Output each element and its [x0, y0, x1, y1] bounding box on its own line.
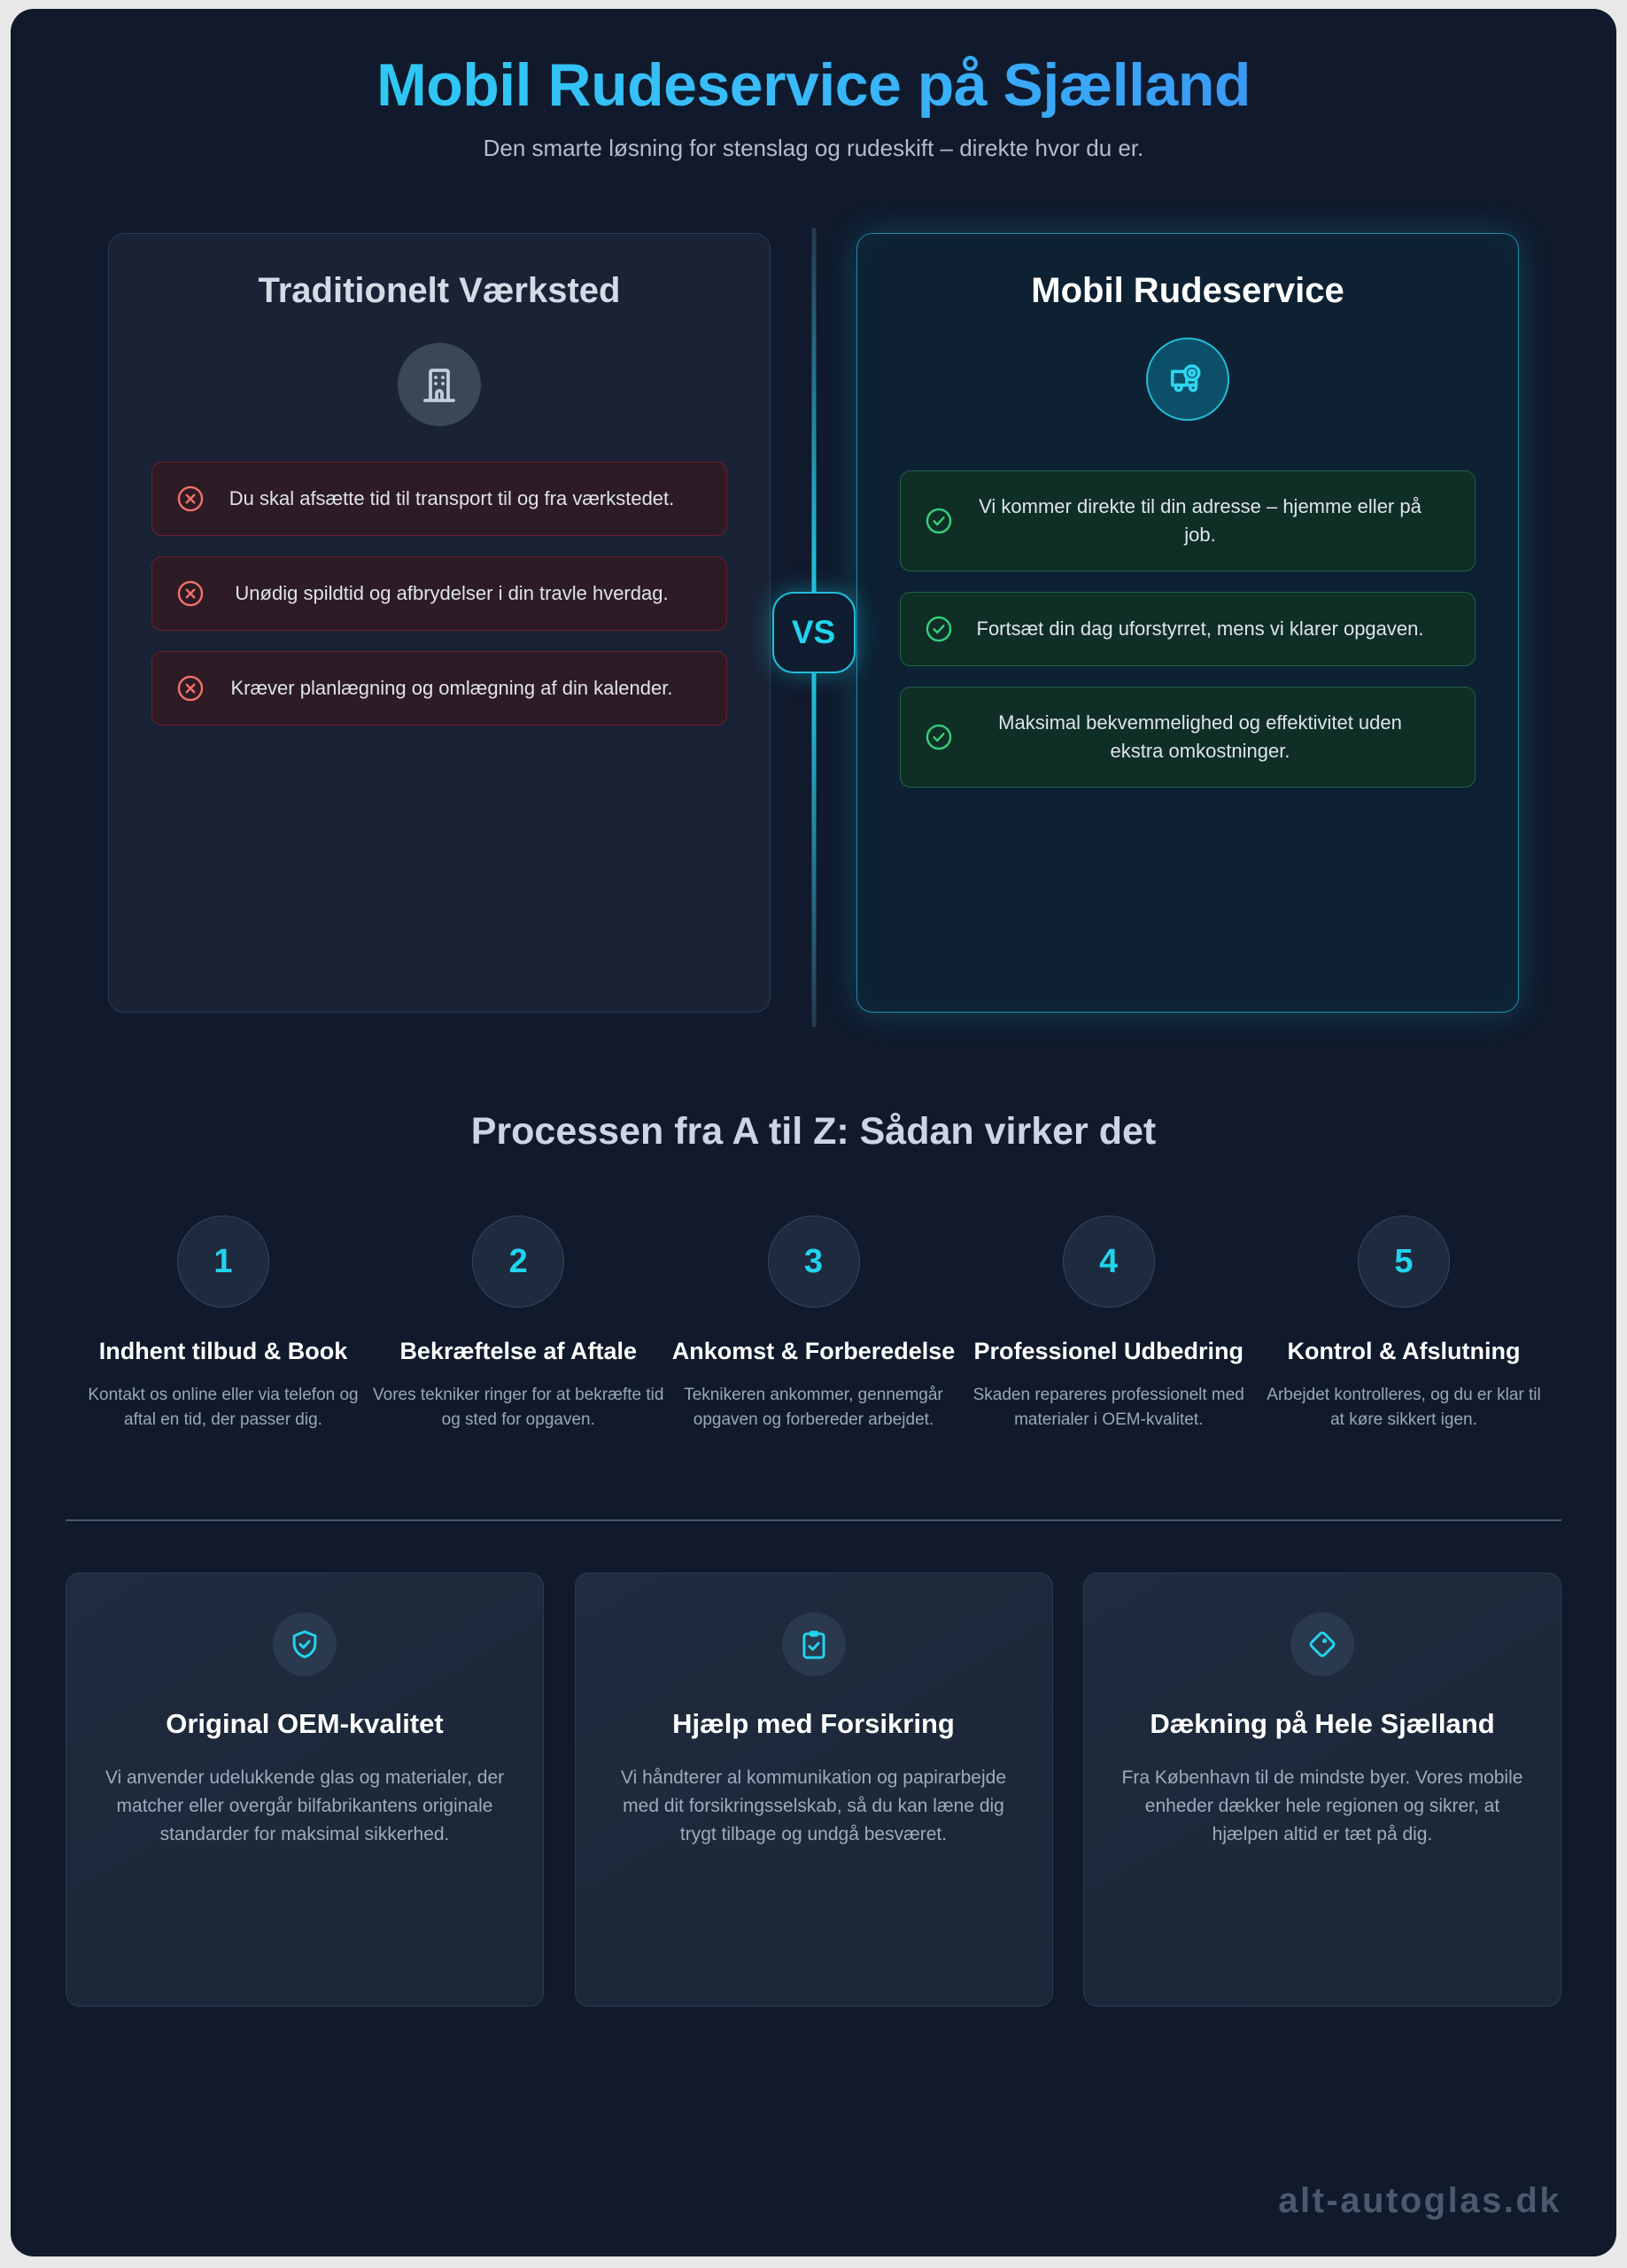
process-step: 2 Bekræftelse af Aftale Vores tekniker r… [372, 1216, 664, 1433]
page-subtitle: Den smarte løsning for stenslag og rudes… [483, 135, 1144, 162]
process-step: 1 Indhent tilbud & Book Kontakt os onlin… [77, 1216, 369, 1433]
list-item-text: Kræver planlægning og omlægning af din k… [230, 677, 673, 699]
page-title: Mobil Rudeservice på Sjælland [11, 51, 1616, 119]
mobile-icon-wrap [900, 337, 1476, 421]
list-item-text: Vi kommer direkte til din adresse – hjem… [979, 494, 1422, 546]
benefit-description: Vi anvender udelukkende glas og material… [105, 1767, 505, 1845]
step-number-badge: 1 [177, 1216, 269, 1309]
traditional-icon-wrap [151, 342, 727, 426]
step-description: Arbejdet kontrolleres, og du er klar til… [1267, 1385, 1541, 1429]
x-circle-icon [175, 484, 205, 514]
step-description: Kontakt os online eller via telefon og a… [88, 1385, 359, 1429]
mobile-van-location-icon [1146, 337, 1229, 421]
shield-check-icon [273, 1612, 337, 1676]
benefit-title: Dækning på Hele Sjælland [1150, 1707, 1495, 1739]
x-circle-icon [175, 579, 205, 609]
mobile-service-card: Mobil Rudeservice [856, 233, 1519, 1014]
list-item-text: Fortsæt din dag uforstyrret, mens vi kla… [976, 617, 1424, 640]
list-item: Fortsæt din dag uforstyrret, mens vi kla… [900, 591, 1476, 666]
header: Mobil Rudeservice på Sjælland Den smarte… [11, 9, 1616, 162]
check-circle-icon [924, 506, 954, 536]
list-item: Du skal afsætte tid til transport til og… [151, 461, 727, 536]
infographic-page: Mobil Rudeservice på Sjælland Den smarte… [11, 9, 1616, 2256]
comparison-section: VS Traditionelt Værksted [108, 228, 1519, 1028]
benefit-card: Original OEM-kvalitet Vi anvender udeluk… [66, 1572, 544, 2007]
mobile-card-title: Mobil Rudeservice [1031, 271, 1344, 311]
list-item-text: Du skal afsætte tid til transport til og… [229, 487, 675, 509]
traditional-workshop-card: Traditionelt Værksted Du [108, 233, 771, 1014]
step-number-badge: 4 [1062, 1216, 1155, 1309]
process-section: Processen fra A til Z: Sådan virker det … [11, 1110, 1616, 1433]
benefit-card: Dækning på Hele Sjælland Fra København t… [1083, 1572, 1561, 2007]
benefit-title: Original OEM-kvalitet [166, 1707, 444, 1739]
step-description: Vores tekniker ringer for at bekræfte ti… [373, 1385, 664, 1429]
traditional-card-title: Traditionelt Værksted [258, 271, 621, 311]
building-icon [398, 342, 481, 426]
step-title: Kontrol & Afslutning [1287, 1338, 1521, 1365]
list-item-text: Unødig spildtid og afbrydelser i din tra… [235, 582, 669, 604]
check-circle-icon [924, 722, 954, 752]
step-description: Skaden repareres professionelt med mater… [972, 1385, 1244, 1429]
step-number-badge: 3 [767, 1216, 860, 1309]
step-description: Teknikeren ankommer, gennemgår opgaven o… [684, 1385, 943, 1429]
process-step: 3 Ankomst & Forberedelse Teknikeren anko… [668, 1216, 960, 1433]
clipboard-check-icon [781, 1612, 846, 1676]
process-heading: Processen fra A til Z: Sådan virker det [470, 1110, 1157, 1153]
step-number-badge: 5 [1358, 1216, 1450, 1309]
benefit-description: Vi håndterer al kommunikation og papirar… [620, 1767, 1007, 1845]
check-circle-icon [924, 614, 954, 644]
process-steps: 1 Indhent tilbud & Book Kontakt os onlin… [77, 1216, 1550, 1433]
list-item: Maksimal bekvemmelighed og effektivitet … [900, 686, 1476, 788]
list-item: Vi kommer direkte til din adresse – hjem… [900, 470, 1476, 571]
list-item: Kræver planlægning og omlægning af din k… [151, 650, 727, 726]
watermark: alt-autoglas.dk [1278, 2181, 1561, 2220]
section-divider [66, 1518, 1561, 1521]
step-title: Professionel Udbedring [973, 1338, 1244, 1365]
list-item: Unødig spildtid og afbrydelser i din tra… [151, 555, 727, 631]
process-step: 5 Kontrol & Afslutning Arbejdet kontroll… [1258, 1216, 1550, 1433]
benefits-section: Original OEM-kvalitet Vi anvender udeluk… [66, 1572, 1561, 2007]
benefit-title: Hjælp med Forsikring [672, 1707, 955, 1739]
vs-badge: VS [771, 592, 856, 674]
process-step: 4 Professionel Udbedring Skaden reparere… [963, 1216, 1255, 1433]
step-title: Bekræftelse af Aftale [399, 1338, 638, 1365]
benefit-card: Hjælp med Forsikring Vi håndterer al kom… [574, 1572, 1053, 2007]
x-circle-icon [175, 673, 205, 703]
list-item-text: Maksimal bekvemmelighed og effektivitet … [998, 711, 1402, 762]
step-title: Indhent tilbud & Book [98, 1338, 348, 1365]
benefit-description: Fra København til de mindste byer. Vores… [1121, 1767, 1523, 1845]
step-title: Ankomst & Forberedelse [671, 1338, 956, 1365]
diamond-icon [1290, 1612, 1354, 1676]
step-number-badge: 2 [472, 1216, 565, 1309]
